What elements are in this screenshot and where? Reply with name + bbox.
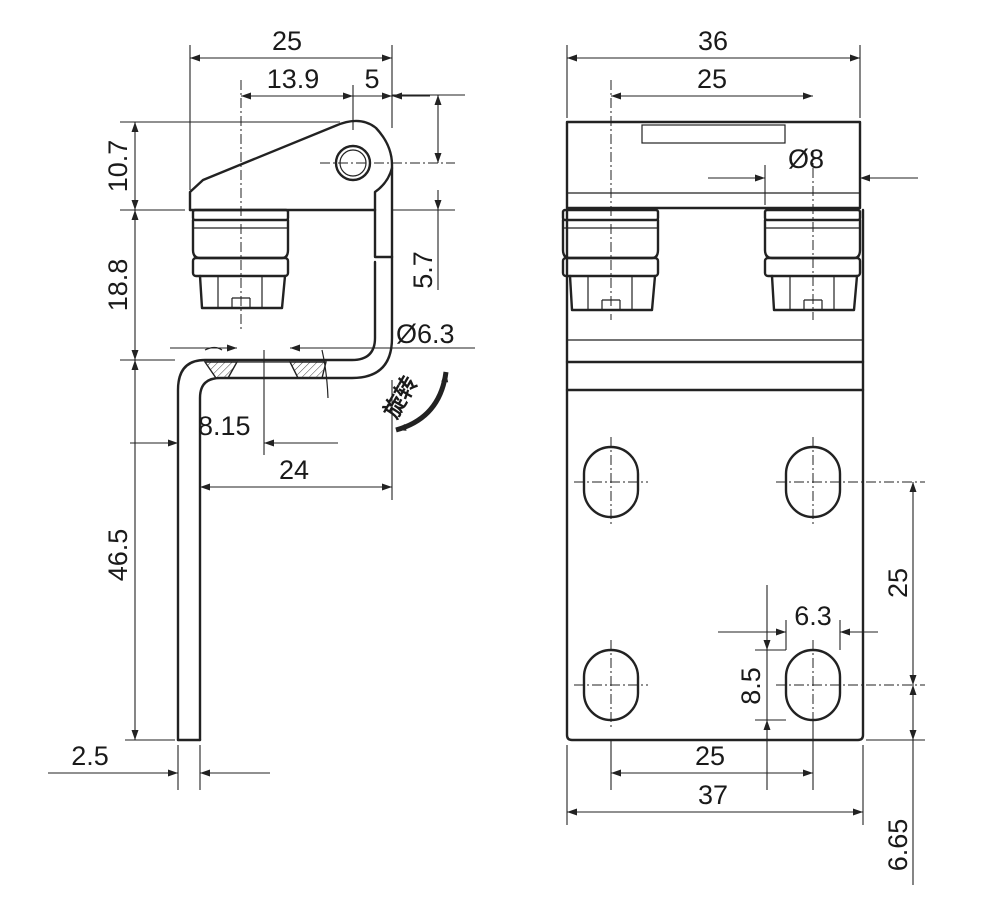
dim-8-15: 8.15 xyxy=(198,411,251,441)
dim-18-8: 18.8 xyxy=(103,259,133,312)
rotation-arrow-icon xyxy=(395,371,449,433)
dim-slot-6-3: 6.3 xyxy=(794,601,832,631)
dim-hole-6-3: Ø6.3 xyxy=(396,319,455,349)
dim-25-vertical: 25 xyxy=(883,568,913,598)
dim-5-7: 5.7 xyxy=(408,251,438,289)
side-view: 25 13.9 5 10.7 18.8 5.7 Ø6.3 8.15 24 46. xyxy=(48,26,475,790)
top-slot xyxy=(641,124,786,144)
dim-6-65: 6.65 xyxy=(883,819,913,872)
dim-10-7: 10.7 xyxy=(103,140,133,193)
lever-body xyxy=(188,119,394,212)
front-view: 36 25 Ø8 25 6.3 8.5 25 37 6.65 xyxy=(561,26,925,885)
hole-hatch-left xyxy=(203,361,239,379)
dim-25-front-top: 25 xyxy=(697,64,727,94)
bent-arm-inner xyxy=(176,260,377,742)
rotation-label: 旋转 xyxy=(379,372,424,423)
dim-8-5: 8.5 xyxy=(736,667,766,705)
dim-46-5: 46.5 xyxy=(103,529,133,582)
step-tab xyxy=(373,208,394,259)
dim-13-9: 13.9 xyxy=(267,64,320,94)
dim-2-5: 2.5 xyxy=(71,741,109,771)
dim-24: 24 xyxy=(279,455,309,485)
dim-5: 5 xyxy=(364,64,379,94)
dim-pin-8: Ø8 xyxy=(788,144,824,174)
hole-hatch-right xyxy=(288,361,327,379)
dim-25-top: 25 xyxy=(272,26,302,56)
dim-36: 36 xyxy=(698,26,728,56)
dim-25-bottom: 25 xyxy=(695,741,725,771)
bent-arm-outer xyxy=(198,255,394,742)
main-plate xyxy=(565,208,865,742)
dim-37: 37 xyxy=(698,780,728,810)
